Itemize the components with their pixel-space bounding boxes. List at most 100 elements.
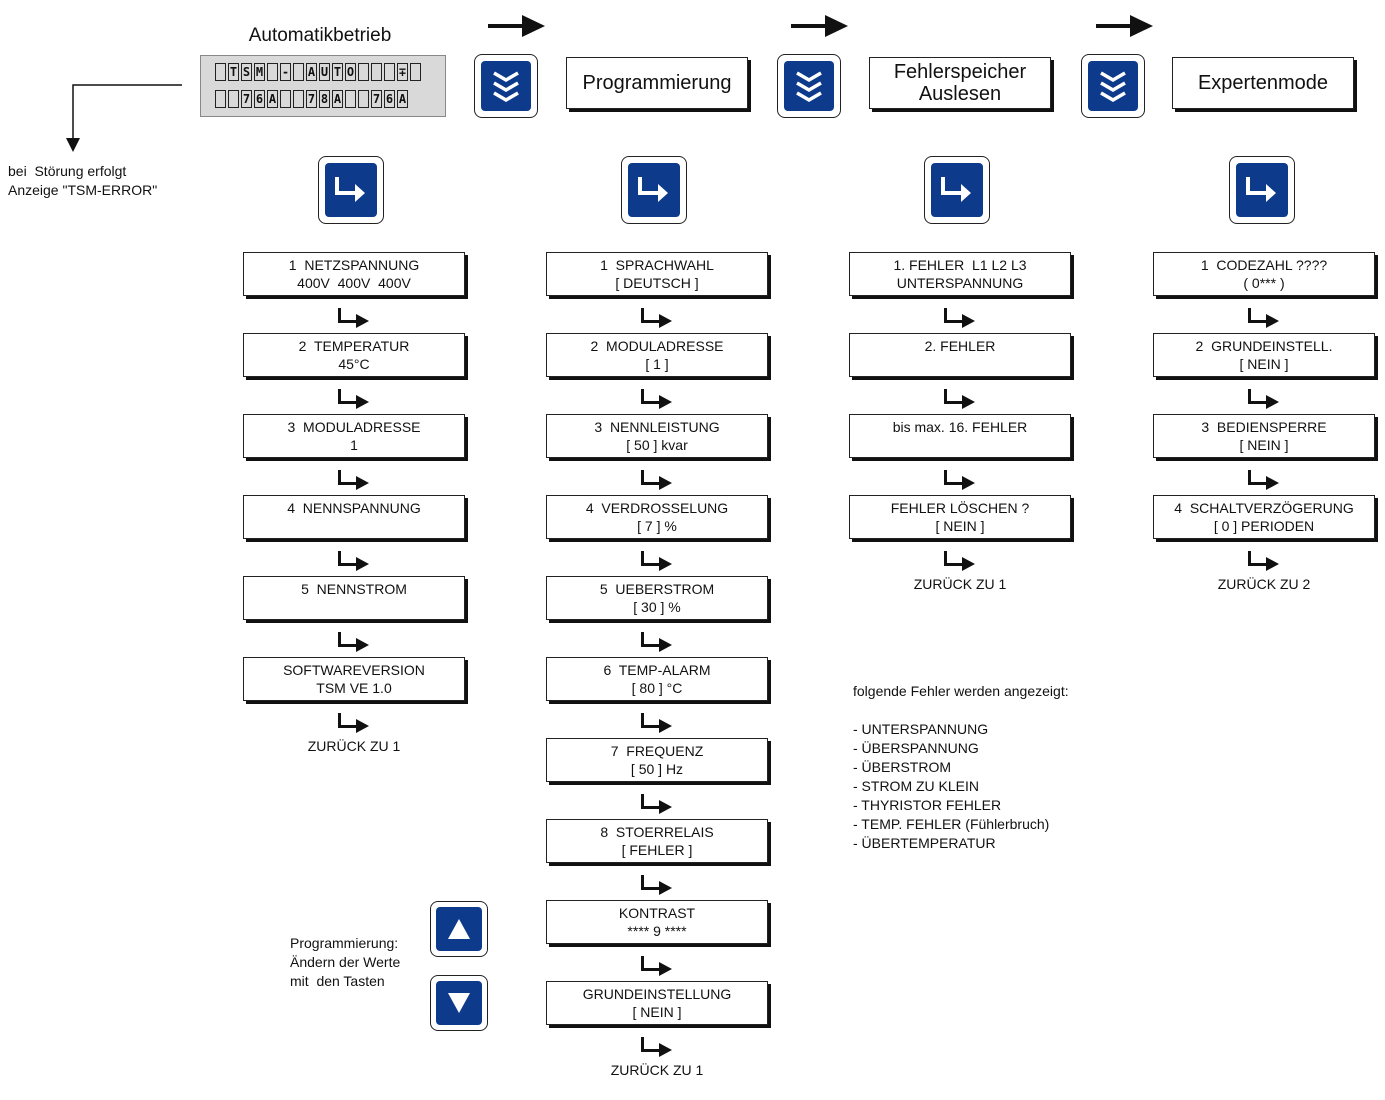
down-key[interactable] [430, 975, 488, 1031]
lcd-cell [228, 90, 239, 108]
menu-item-title: 5 UEBERSTROM [599, 581, 715, 597]
lcd-cell: 6 [384, 90, 395, 108]
lcd-cell: 8 [319, 90, 330, 108]
lcd-cell [358, 63, 369, 81]
flow-arrow-icon [338, 632, 369, 652]
lcd-cell: U [319, 63, 330, 81]
flow-arrow-icon [641, 308, 672, 328]
menu-item-value: [ 80 ] °C [631, 680, 683, 696]
lcd-cell [358, 90, 369, 108]
lcd-cell [345, 90, 356, 108]
flow-arrow-icon [944, 470, 975, 490]
menu-item-title: 3 NENNLEISTUNG [594, 419, 720, 435]
back-to-label: ZURÜCK ZU 1 [913, 576, 1007, 592]
menu-item-value: [ 30 ] % [633, 599, 681, 615]
menu-item-value: [ 7 ] % [637, 518, 677, 534]
menu-item-title: 1. FEHLER L1 L2 L3 [893, 257, 1027, 273]
flow-arrow-icon [944, 308, 975, 328]
enter-key[interactable] [621, 156, 687, 224]
menu-item-title: 3 BEDIENSPERRE [1201, 419, 1327, 435]
flow-arrow-icon [944, 389, 975, 409]
flow-arrow-icon [641, 1037, 672, 1057]
flow-arrow-icon [338, 551, 369, 571]
mode-title: Automatikbetrieb [248, 25, 392, 46]
lcd-cell [384, 63, 395, 81]
back-to-label: ZURÜCK ZU 1 [610, 1062, 704, 1078]
menu-item-value: [ NEIN ] [632, 1004, 682, 1020]
menu-item-title: 1 NETZSPANNUNG [288, 257, 420, 273]
enter-key[interactable] [318, 156, 384, 224]
error-list-item: - ÜBERTEMPERATUR [853, 835, 996, 851]
scroll-down-key[interactable] [474, 54, 538, 118]
lcd-cell [371, 63, 382, 81]
menu-item-value: [ 1 ] [645, 356, 669, 372]
error-list: folgende Fehler werden angezeigt: - UNTE… [853, 682, 1069, 853]
menu-item-title: 1 CODEZAHL ???? [1200, 257, 1328, 273]
menu-item-value: [ 50 ] Hz [630, 761, 684, 777]
menu-item-box: 1 CODEZAHL ???? ( 0*** ) [1153, 252, 1375, 296]
lcd-cell: 7 [241, 90, 252, 108]
menu-item-value: 45°C [338, 356, 370, 372]
menu-item-title: 6 TEMP-ALARM [603, 662, 711, 678]
menu-item-title: 4 VERDROSSELUNG [585, 500, 729, 516]
menu-item-title: 8 STOERRELAIS [600, 824, 714, 840]
up-key[interactable] [430, 901, 488, 957]
enter-key[interactable] [1229, 156, 1295, 224]
menu-item-box: 8 STOERRELAIS [ FEHLER ] [546, 819, 768, 863]
lcd-cell [280, 90, 291, 108]
lcd-cell: O [345, 63, 356, 81]
enter-key[interactable] [924, 156, 990, 224]
flow-arrow-icon [641, 551, 672, 571]
menu-item-title: FEHLER LÖSCHEN ? [890, 500, 1030, 516]
menu-item-title: 2. FEHLER [924, 338, 996, 354]
menu-item-box: 2 MODULADRESSE[ 1 ] [546, 333, 768, 377]
menu-item-title: 5 NENNSTROM [301, 581, 407, 597]
flow-arrow-icon [641, 713, 672, 733]
lcd-cell: A [397, 90, 408, 108]
error-list-item: - THYRISTOR FEHLER [853, 797, 1002, 813]
scroll-down-key[interactable] [777, 54, 841, 118]
menu-item-value: ( 0*** ) [1243, 275, 1285, 291]
menu-item-title: 7 FREQUENZ [610, 743, 704, 759]
menu-item-title: 4 SCHALTVERZÖGERUNG [1174, 500, 1354, 516]
back-to-label: ZURÜCK ZU 1 [307, 738, 401, 754]
scroll-down-key[interactable] [1081, 54, 1145, 118]
menu-item-value: [ DEUTSCH ] [615, 275, 699, 291]
menu-item-value: [ 0 ] PERIODEN [1213, 518, 1315, 534]
lcd-cell: A [306, 63, 317, 81]
lcd-cell [293, 90, 304, 108]
right-arrow-icon [791, 15, 848, 37]
menu-item-box: 3 BEDIENSPERRE[ NEIN ] [1153, 414, 1375, 458]
back-to-label: ZURÜCK ZU 2 [1217, 576, 1311, 592]
lcd-cell [293, 63, 304, 81]
menu-item-box: 7 FREQUENZ [ 50 ] Hz [546, 738, 768, 782]
menu-item-box: 5 NENNSTROM [243, 576, 465, 620]
flow-arrow-icon [641, 875, 672, 895]
flow-arrow-icon [641, 794, 672, 814]
menu-item-title: bis max. 16. FEHLER [892, 419, 1028, 435]
flow-arrow-icon [1248, 551, 1279, 571]
lcd-cell [267, 63, 278, 81]
menu-item-title: 2 GRUNDEINSTELL. [1195, 338, 1333, 354]
error-list-heading: folgende Fehler werden angezeigt: [853, 683, 1069, 699]
menu-item-value: [ 50 ] kvar [626, 437, 688, 453]
mode-fehlerspeicher: Fehlerspeicher Auslesen [869, 57, 1051, 109]
error-list-item: - ÜBERSPANNUNG [853, 740, 979, 756]
lcd-cell: 7 [306, 90, 317, 108]
mode-programmierung: Programmierung [566, 57, 748, 109]
menu-item-value: [ NEIN ] [1239, 356, 1289, 372]
menu-item-value: [ FEHLER ] [621, 842, 693, 858]
programming-note: Programmierung: Ändern der Werte mit den… [290, 935, 401, 989]
menu-item-title: SOFTWAREVERSION [283, 662, 425, 678]
flow-arrow-icon [641, 470, 672, 490]
lcd-cell: ∓ [397, 63, 408, 81]
flow-arrow-icon [944, 551, 975, 571]
flow-arrow-icon [1248, 308, 1279, 328]
lcd-cell: 6 [254, 90, 265, 108]
